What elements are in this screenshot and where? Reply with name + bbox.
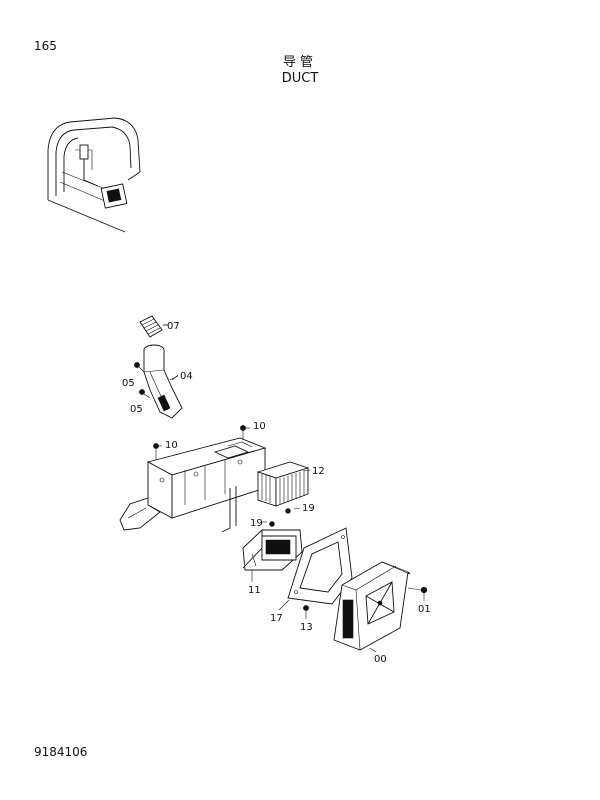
part-19-screws (269, 508, 291, 527)
document-number: 9184106 (34, 745, 88, 759)
label-part-00: 00 (374, 654, 387, 665)
part-00-main-cover (333, 561, 411, 651)
title-chinese: 导管 (282, 55, 317, 70)
part-13-screw (303, 605, 309, 611)
part-17-gasket-frame (287, 527, 353, 605)
label-part-10-left: 10 (165, 440, 178, 451)
label-part-11: 11 (248, 585, 261, 596)
cab-location-thumbnail (47, 117, 141, 233)
label-part-05-upper: 05 (122, 378, 135, 389)
label-part-12: 12 (312, 466, 325, 477)
title-english: DUCT (281, 71, 319, 86)
page-number: 165 (34, 39, 57, 53)
part-05-screws (134, 362, 151, 399)
label-part-04: 04 (180, 371, 193, 382)
part-04-inlet-duct (143, 344, 183, 419)
label-part-07: 07 (167, 321, 180, 332)
part-12-filter-element (256, 461, 310, 507)
label-part-05-lower: 05 (130, 404, 143, 415)
part-07-filter-cap (139, 315, 168, 338)
label-part-10-right: 10 (253, 421, 266, 432)
label-part-01: 01 (418, 604, 431, 615)
main-duct-bracket (119, 437, 267, 533)
part-11-housing (242, 529, 303, 571)
label-part-19-lower: 19 (250, 518, 263, 529)
part-01-screw (407, 586, 428, 594)
label-part-17: 17 (270, 613, 283, 624)
label-part-19-upper: 19 (302, 503, 315, 514)
label-part-13: 13 (300, 622, 313, 633)
leader-lines (158, 324, 425, 653)
